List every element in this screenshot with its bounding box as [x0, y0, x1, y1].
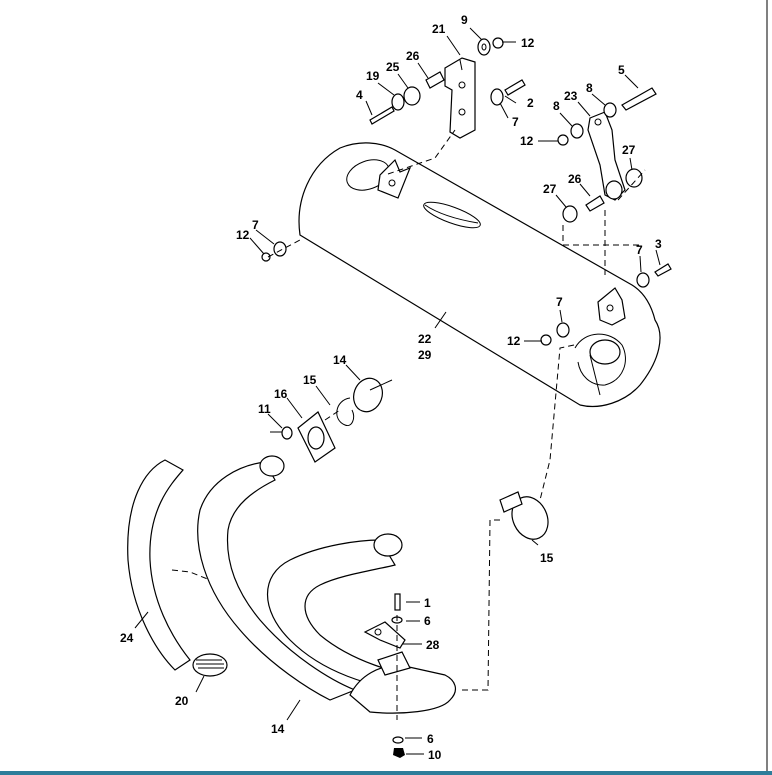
callout-2: 2 — [527, 96, 534, 110]
callout-28: 28 — [426, 638, 440, 652]
callout-27-left: 27 — [543, 182, 557, 196]
callout-8-right: 8 — [586, 81, 593, 95]
callout-26-mid: 26 — [568, 172, 582, 186]
clamp-20 — [192, 653, 228, 677]
callout-15: 15 — [540, 551, 554, 565]
callout-14: 14 — [271, 722, 285, 736]
callout-7-left: 7 — [252, 218, 259, 232]
head-pipes — [197, 455, 457, 714]
alignment-lines — [171, 129, 646, 720]
callout-19: 19 — [366, 69, 380, 83]
callout-16: 14 — [333, 353, 347, 367]
callout-21: 21 — [432, 22, 446, 36]
callout-9: 9 — [461, 13, 468, 27]
callout-6-bottom: 6 — [427, 732, 434, 746]
gasket-and-flange — [281, 377, 383, 463]
hardware — [261, 37, 672, 346]
callout-17: 15 — [303, 373, 317, 387]
callout-18: 16 — [274, 387, 288, 401]
callout-labels: 9 21 12 26 25 19 4 2 7 5 8 23 8 12 27 26… — [120, 13, 662, 762]
callout-10: 10 — [428, 748, 442, 762]
bottom-status-bar — [0, 771, 772, 775]
leader-lines — [134, 27, 661, 755]
muffler — [298, 142, 661, 408]
callout-24: 24 — [120, 631, 134, 645]
callout-27-right: 27 — [622, 143, 636, 157]
callout-7-right: 7 — [636, 243, 643, 257]
callout-7-lower: 7 — [556, 295, 563, 309]
callout-22: 22 — [418, 332, 432, 346]
callout-29: 29 — [418, 348, 432, 362]
clamp-15 — [499, 491, 549, 540]
callout-1: 1 — [424, 596, 431, 610]
tailpipe-24 — [127, 459, 191, 671]
callout-3: 3 — [655, 237, 662, 251]
callout-7-top: 7 — [512, 115, 519, 129]
callout-11: 11 — [258, 402, 271, 416]
callout-8-left: 8 — [553, 99, 560, 113]
callout-23: 23 — [564, 89, 578, 103]
callout-20: 20 — [175, 694, 189, 708]
callout-12-left: 12 — [236, 228, 250, 242]
bracket-21 — [444, 57, 476, 139]
callout-25: 25 — [386, 60, 400, 74]
callout-12-lower: 12 — [507, 334, 521, 348]
callout-4: 4 — [356, 88, 363, 102]
callout-13: 12 — [520, 134, 534, 148]
callout-6-top: 6 — [424, 614, 431, 628]
callout-26-top: 26 — [406, 49, 420, 63]
callout-5: 5 — [618, 63, 625, 77]
callout-12-top: 12 — [521, 36, 535, 50]
